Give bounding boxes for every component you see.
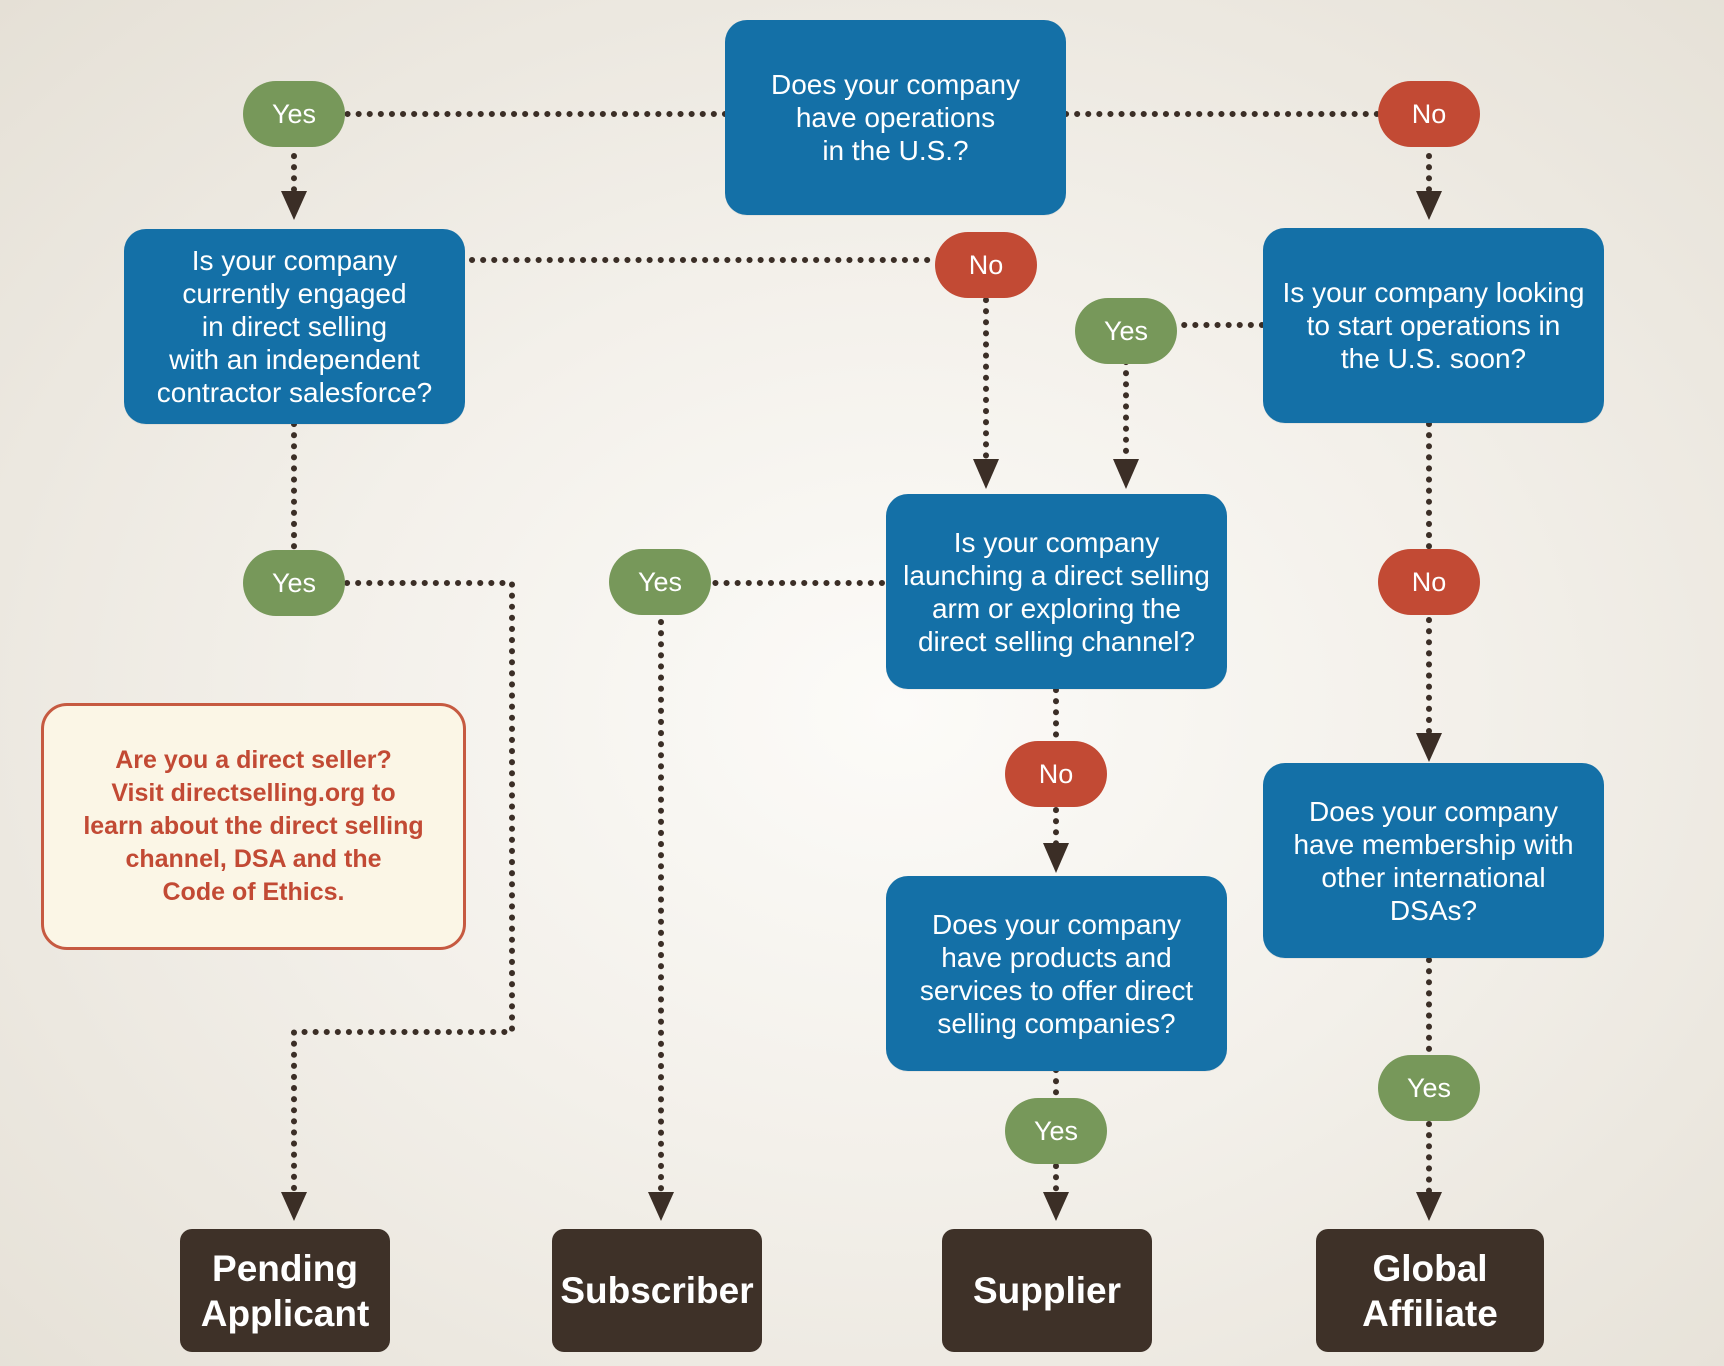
answer-yes-us-ops: Yes [243,81,345,147]
answer-yes-start-ops: Yes [1075,298,1177,364]
outcome-pending-applicant-label: Pending Applicant [200,1247,370,1334]
outcome-subscriber: Subscriber [552,1229,762,1352]
arrowhead [281,1192,307,1221]
answer-yes-membership: Yes [1378,1055,1480,1121]
question-products-services: Does your company have products and serv… [886,876,1227,1071]
answer-yes-launching: Yes [609,549,711,615]
answer-yes-products: Yes [1005,1098,1107,1164]
connector-yes-to-pending [291,580,515,1201]
answer-no-launching: No [1005,741,1107,807]
arrowhead [1416,733,1442,762]
answer-yes-engaged: Yes [243,550,345,616]
question-engaged-text: Is your company currently engaged in dir… [156,245,433,408]
question-start-ops-text: Is your company looking to start operati… [1282,277,1585,374]
question-us-operations-text: Does your company have operations in the… [770,69,1020,166]
arrowhead [1416,191,1442,220]
question-products-text: Does your company have products and serv… [919,908,1194,1039]
outcome-subscriber-label: Subscriber [560,1270,754,1311]
arrowhead [1416,1192,1442,1221]
outcome-global-affiliate-label: Global Affiliate [1362,1247,1498,1334]
outcome-supplier: Supplier [942,1229,1152,1352]
question-launching-text: Is your company launching a direct selli… [903,526,1210,657]
question-us-operations: Does your company have operations in the… [725,20,1066,215]
outcome-pending-applicant: Pending Applicant [180,1229,390,1352]
question-launching-direct-selling: Is your company launching a direct selli… [886,494,1227,689]
question-engaged-direct-selling: Is your company currently engaged in dir… [124,229,465,424]
outcome-supplier-label: Supplier [972,1270,1122,1311]
direct-seller-note-text: Are you a direct seller? Visit directsel… [83,746,424,906]
answer-no-start-ops: No [1378,549,1480,615]
question-start-us-operations: Is your company looking to start operati… [1263,228,1604,423]
direct-seller-note: Are you a direct seller? Visit directsel… [41,703,466,950]
arrowhead [1113,459,1139,489]
answer-no-engaged: No [935,232,1037,298]
question-membership-text: Does your company have membership with o… [1293,795,1574,926]
arrowhead [1043,1192,1069,1221]
arrowhead [281,191,307,220]
outcome-global-affiliate: Global Affiliate [1316,1229,1544,1352]
arrowhead [1043,843,1069,873]
arrowhead [648,1192,674,1221]
arrowhead [973,459,999,489]
question-international-membership: Does your company have membership with o… [1263,763,1604,958]
answer-no-us-ops: No [1378,81,1480,147]
